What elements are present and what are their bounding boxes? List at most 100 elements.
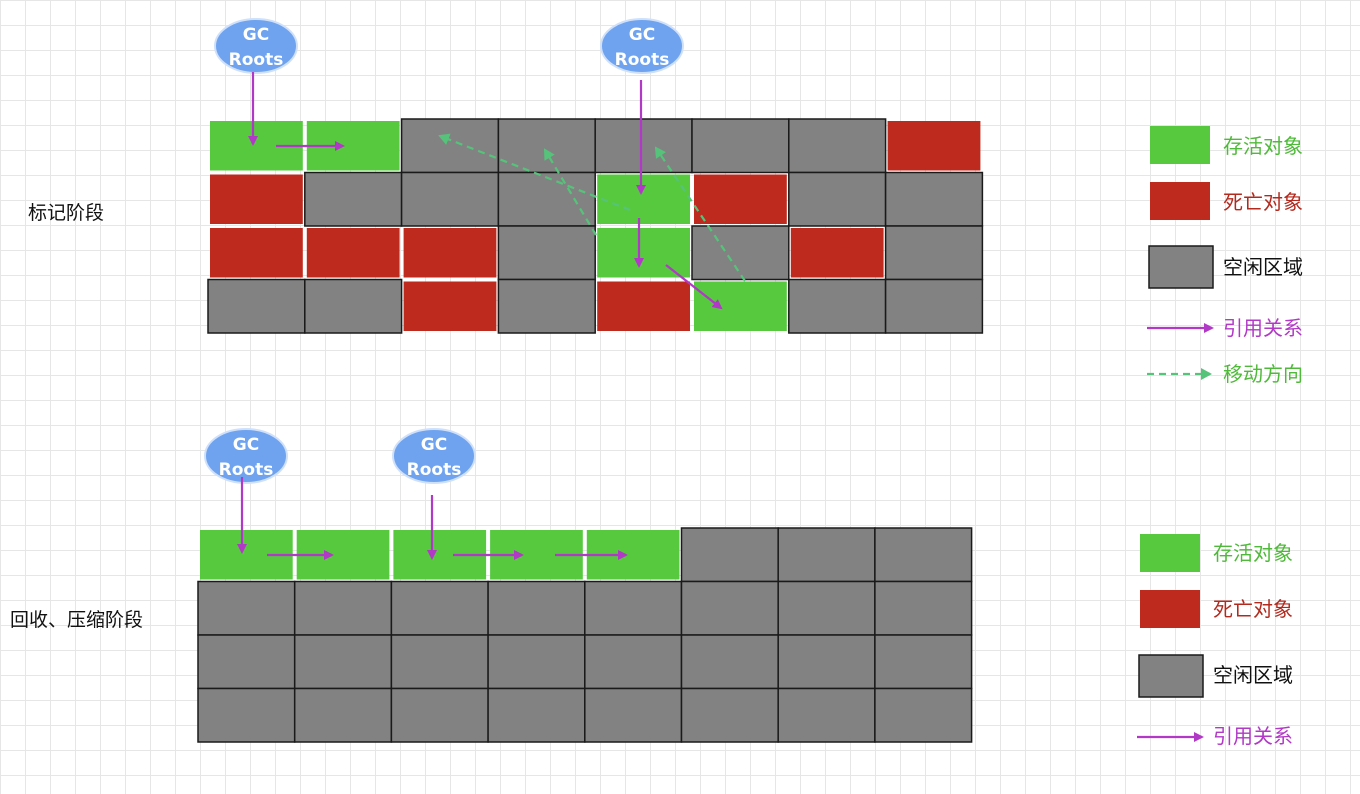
heap-cell-free xyxy=(691,118,790,174)
legend-free-swatch xyxy=(1138,654,1204,698)
gc-root-text-2: Roots xyxy=(229,50,284,70)
compact-phase-heap-grid xyxy=(197,527,973,743)
gc-root-ellipse xyxy=(204,428,288,484)
legend-move-label: 移动方向 xyxy=(1223,362,1303,386)
heap-cell-free xyxy=(487,580,586,636)
heap-cell-free xyxy=(777,580,876,636)
heap-cell-free xyxy=(680,687,779,743)
move-arrow xyxy=(438,133,631,212)
reference-arrow xyxy=(665,264,723,310)
heap-cell-dead xyxy=(403,228,497,278)
legend-dead-label: 死亡对象 xyxy=(1223,190,1303,214)
gc-root-text-1: GC xyxy=(243,25,269,45)
compact-phase-label: 回收、压缩阶段 xyxy=(10,609,143,631)
heap-cell-free xyxy=(497,225,596,281)
heap-cell-dead xyxy=(210,174,303,224)
mark-phase: 标记阶段 GC Roots GC Roots xyxy=(28,18,1303,386)
legend-reference-label: 引用关系 xyxy=(1213,724,1293,748)
heap-cell-free xyxy=(197,687,296,743)
heap-cell-free xyxy=(884,278,984,334)
move-arrow xyxy=(654,146,746,282)
heap-cell-dead xyxy=(210,228,303,278)
heap-cell-free xyxy=(680,580,779,636)
heap-cell-free xyxy=(390,580,489,636)
heap-cell-free xyxy=(777,687,876,743)
gc-root-text-2: Roots xyxy=(219,460,274,480)
gc-root-text-2: Roots xyxy=(615,50,670,70)
gc-root-text-1: GC xyxy=(629,25,655,45)
gc-root-1: GC Roots xyxy=(214,18,298,74)
gc-root-text-1: GC xyxy=(233,435,259,455)
legend-free-label: 空闲区域 xyxy=(1223,255,1303,279)
legend-reference-label: 引用关系 xyxy=(1223,316,1303,340)
heap-cell-dead xyxy=(790,228,884,278)
heap-cell-free xyxy=(207,278,306,334)
heap-cell-free xyxy=(293,580,393,636)
heap-cell-free xyxy=(197,580,296,636)
heap-cell-dead xyxy=(403,281,497,331)
heap-cell-live xyxy=(694,281,787,331)
heap-cell-free xyxy=(788,118,887,174)
legend-dead-label: 死亡对象 xyxy=(1213,597,1293,621)
compact-phase: 回收、压缩阶段 GC Roots GC Roots 存活对象 死亡对象 空闲区域 xyxy=(10,428,1293,748)
heap-cell-free xyxy=(884,225,984,281)
heap-cell-free xyxy=(293,687,393,743)
heap-cell-free xyxy=(874,634,973,690)
gc-root-ellipse xyxy=(214,18,298,74)
legend-dead-swatch xyxy=(1140,590,1200,628)
gc-root-ellipse xyxy=(392,428,476,484)
gc-root-ellipse xyxy=(600,18,684,74)
heap-cell-free xyxy=(304,278,403,334)
heap-cell-free xyxy=(390,634,489,690)
heap-cell-free xyxy=(293,634,393,690)
heap-cell-free xyxy=(691,225,790,281)
heap-cell-free xyxy=(874,580,973,636)
heap-cell-dead xyxy=(694,174,787,224)
heap-cell-live xyxy=(597,228,690,278)
heap-cell-free xyxy=(788,278,887,334)
heap-cell-free xyxy=(680,527,779,583)
legend-live-label: 存活对象 xyxy=(1213,541,1293,565)
heap-cell-free xyxy=(680,634,779,690)
heap-cell-live xyxy=(597,174,690,224)
heap-cell-free xyxy=(594,118,693,174)
mark-phase-heap-grid xyxy=(207,118,984,334)
gc-root-3: GC Roots xyxy=(204,428,288,484)
heap-cell-free xyxy=(777,527,876,583)
heap-cell-free xyxy=(777,634,876,690)
heap-cell-free xyxy=(584,580,683,636)
heap-cell-free xyxy=(874,527,973,583)
heap-cell-dead xyxy=(306,228,400,278)
gc-root-text-2: Roots xyxy=(407,460,462,480)
legend-live-label: 存活对象 xyxy=(1223,134,1303,158)
heap-cell-free xyxy=(584,634,683,690)
legend-free-label: 空闲区域 xyxy=(1213,663,1293,687)
gc-root-2: GC Roots xyxy=(600,18,684,74)
heap-cell-free xyxy=(497,278,596,334)
heap-cell-dead xyxy=(597,281,690,331)
heap-cell-free xyxy=(584,687,683,743)
heap-cell-free xyxy=(400,171,500,227)
heap-cell-free xyxy=(304,171,403,227)
heap-cell-free xyxy=(874,687,973,743)
heap-cell-free xyxy=(487,687,586,743)
legend-live-swatch xyxy=(1150,126,1210,164)
gc-root-4: GC Roots xyxy=(392,428,476,484)
heap-cell-free xyxy=(400,118,500,174)
heap-cell-free xyxy=(487,634,586,690)
legend-dead-swatch xyxy=(1150,182,1210,220)
reference-arrows xyxy=(248,72,723,310)
mark-phase-label: 标记阶段 xyxy=(28,202,104,224)
reference-arrows xyxy=(237,477,628,560)
heap-cell-free xyxy=(788,171,887,227)
gc-root-text-1: GC xyxy=(421,435,447,455)
legend-free-swatch xyxy=(1148,245,1214,289)
move-direction-arrows xyxy=(438,133,746,282)
compact-phase-legend: 存活对象 死亡对象 空闲区域 引用关系 xyxy=(1137,534,1293,748)
heap-cell-free xyxy=(390,687,489,743)
move-arrow xyxy=(543,148,597,236)
heap-cell-free xyxy=(197,634,296,690)
heap-cell-free xyxy=(884,171,984,227)
